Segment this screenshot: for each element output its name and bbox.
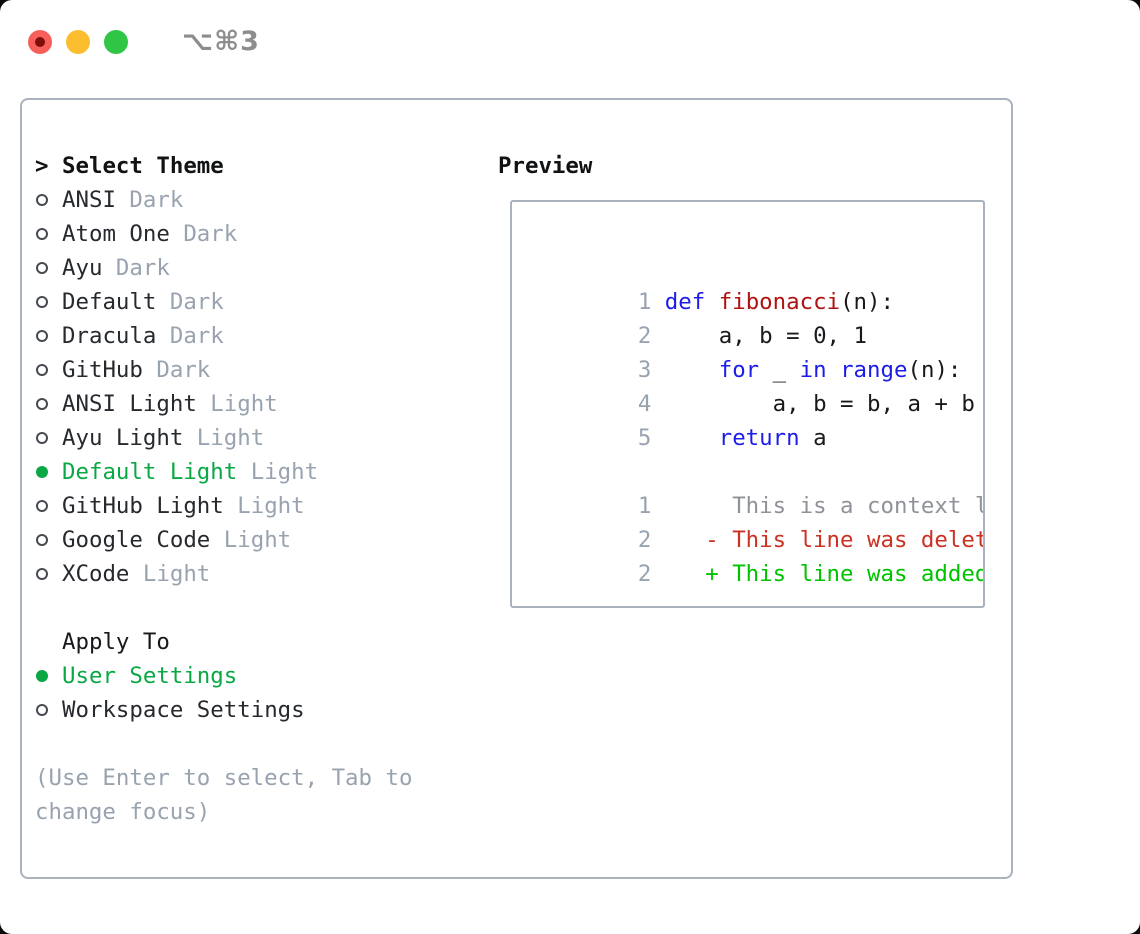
radio-icon — [36, 534, 48, 546]
hint-text: (Use Enter to select, Tab to — [35, 765, 413, 791]
apply-option-label: Workspace Settings — [62, 697, 305, 723]
select-theme-header: > Select Theme — [35, 149, 485, 183]
diff-line: 1 This is a context line. — [530, 455, 983, 519]
code-line: 3 for _ in range(n): — [637, 357, 962, 383]
zoom-button[interactable] — [104, 29, 128, 54]
theme-item-name: Atom One — [62, 221, 170, 247]
theme-item[interactable]: ANSI Light Light — [35, 387, 485, 421]
radio-icon — [36, 330, 48, 342]
theme-item-variant: Light — [196, 425, 265, 451]
theme-item-variant: Light — [250, 459, 319, 485]
radio-icon — [36, 398, 48, 410]
theme-item-name: Ayu Light — [62, 425, 184, 451]
apply-to-heading: Apply To — [62, 629, 170, 655]
theme-item-variant: Light — [237, 493, 305, 519]
theme-item-name: ANSI Light — [62, 391, 197, 417]
line-number: 2 — [637, 527, 652, 553]
theme-item[interactable]: Ayu Dark — [35, 251, 485, 285]
theme-item-variant: Light — [223, 527, 292, 553]
close-button[interactable] — [28, 29, 52, 54]
diff-text: This is a context line. — [732, 493, 983, 519]
radio-icon — [36, 568, 48, 580]
theme-item[interactable]: Default Light Light — [35, 455, 485, 489]
theme-item-variant: Light — [210, 391, 278, 417]
theme-list: > Select Theme ANSI Dark Atom One Dark A… — [35, 149, 485, 829]
theme-item[interactable]: Dracula Dark — [35, 319, 485, 353]
theme-item-variant: Dark — [169, 323, 224, 349]
code-line: 5 return a — [637, 425, 827, 451]
theme-item-variant: Light — [142, 561, 211, 587]
spacer — [35, 591, 485, 625]
diff-line: 2 - This line was deleted. — [530, 489, 983, 553]
radio-icon — [36, 432, 48, 444]
hint-line: (Use Enter to select, Tab to — [35, 761, 485, 795]
theme-item[interactable]: Atom One Dark — [35, 217, 485, 251]
theme-item-name: GitHub — [62, 357, 143, 383]
code-line: 4 a, b = b, a + b — [637, 391, 975, 417]
theme-item-name: ANSI — [62, 187, 116, 213]
minimize-button[interactable] — [66, 29, 90, 54]
apply-to-header: Apply To — [35, 625, 485, 659]
hint-line: change focus) — [35, 795, 485, 829]
theme-item-variant: Dark — [156, 357, 211, 383]
line-number: 2 — [637, 323, 652, 349]
line-number: 1 — [637, 289, 652, 315]
hint-text: change focus) — [35, 799, 211, 825]
theme-item[interactable]: GitHub Dark — [35, 353, 485, 387]
apply-option[interactable]: Workspace Settings — [35, 693, 485, 727]
titlebar: ⌥⌘3 — [28, 26, 260, 57]
code-line: 2 a, b = 0, 1 — [637, 323, 868, 349]
theme-item-variant: Dark — [183, 221, 238, 247]
theme-item[interactable]: GitHub Light Light — [35, 489, 485, 523]
theme-item-name: Default Light — [62, 459, 238, 485]
apply-option-label: User Settings — [62, 663, 238, 689]
radio-icon — [36, 262, 48, 274]
blank-line — [530, 217, 983, 251]
spacer — [35, 727, 485, 761]
theme-item-name: Google Code — [62, 527, 211, 553]
theme-item[interactable]: Default Dark — [35, 285, 485, 319]
diff-line: 2 + This line was added. — [530, 523, 983, 587]
theme-item[interactable]: Google Code Light — [35, 523, 485, 557]
theme-item-name: XCode — [62, 561, 130, 587]
theme-item[interactable]: Ayu Light Light — [35, 421, 485, 455]
theme-item-variant: Dark — [129, 187, 184, 213]
preview-heading: Preview — [498, 153, 593, 179]
theme-item[interactable]: XCode Light — [35, 557, 485, 591]
diff-text: - This line was deleted. — [705, 527, 983, 553]
theme-picker-panel: > Select Theme ANSI Dark Atom One Dark A… — [20, 98, 1013, 879]
theme-item[interactable]: ANSI Dark — [35, 183, 485, 217]
window-title: ⌥⌘3 — [182, 26, 260, 57]
theme-item-name: Ayu — [62, 255, 103, 281]
unsaved-changes-dot-icon — [35, 36, 45, 47]
theme-item-variant: Dark — [115, 255, 170, 281]
radio-icon — [36, 466, 48, 478]
radio-icon — [36, 670, 48, 682]
line-number: 1 — [637, 493, 652, 519]
line-number: 2 — [637, 561, 652, 587]
select-theme-heading: Select Theme — [62, 153, 224, 179]
line-number: 5 — [637, 425, 652, 451]
radio-icon — [36, 704, 48, 716]
diff-text: + This line was added. — [664, 561, 985, 587]
radio-icon — [36, 500, 48, 512]
theme-item-variant: Dark — [169, 289, 224, 315]
radio-icon — [36, 228, 48, 240]
theme-item-name: Default — [62, 289, 157, 315]
radio-icon — [36, 194, 48, 206]
radio-icon — [36, 364, 48, 376]
theme-item-name: GitHub Light — [62, 493, 224, 519]
theme-item-name: Dracula — [62, 323, 157, 349]
radio-icon — [36, 296, 48, 308]
line-number: 3 — [637, 357, 652, 383]
line-number: 4 — [637, 391, 652, 417]
focus-prompt-icon: > — [35, 153, 49, 179]
apply-option[interactable]: User Settings — [35, 659, 485, 693]
